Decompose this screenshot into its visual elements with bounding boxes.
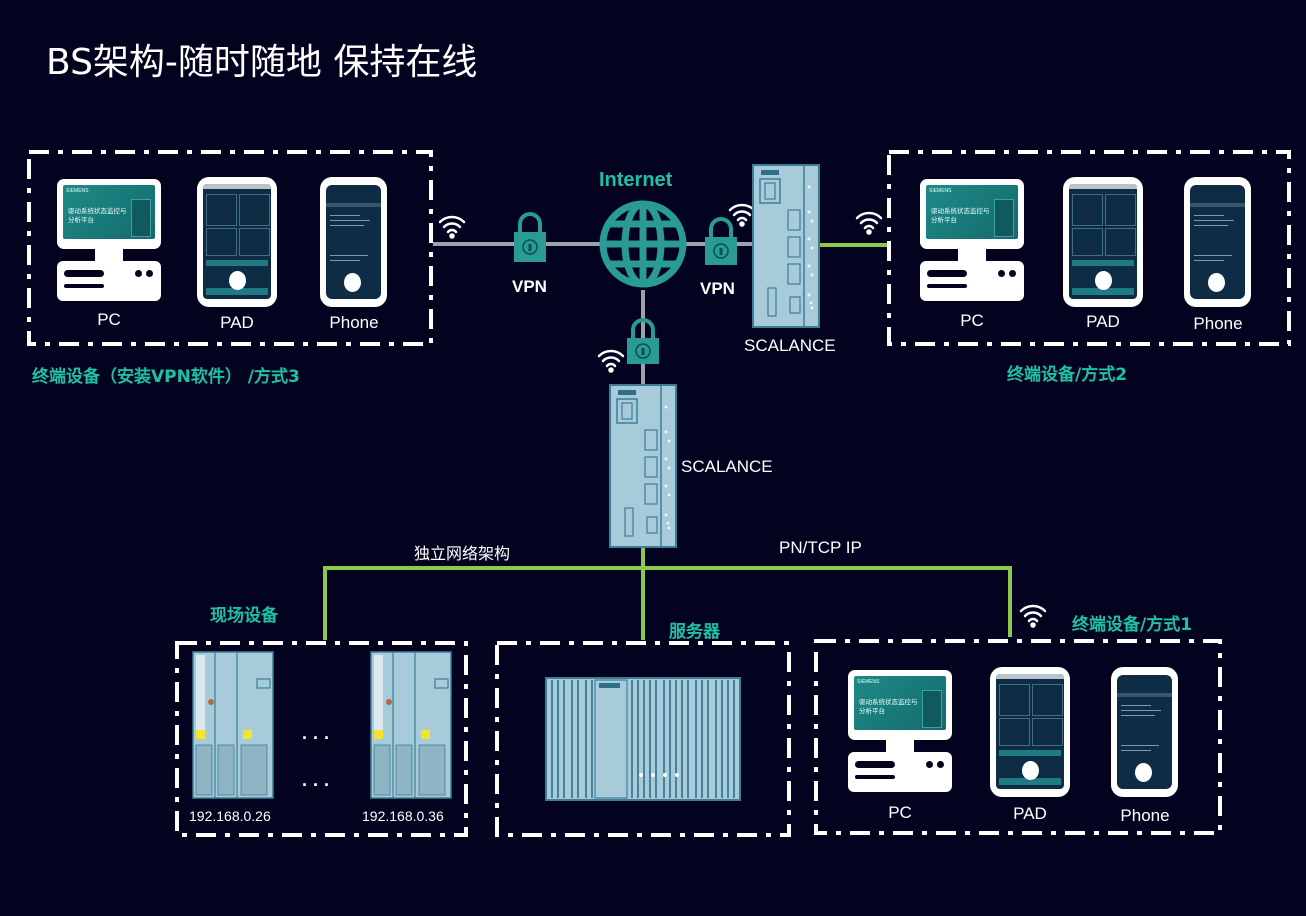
pc-drive-slot — [927, 270, 967, 277]
group2-phone-label: Phone — [1193, 314, 1243, 333]
pc-screen-title-line2: 分析平台 — [68, 216, 94, 224]
line-lan-bus — [323, 566, 1012, 640]
group3-pc-label: PC — [97, 310, 121, 329]
group1-pc-label: PC — [888, 803, 912, 822]
wifi-icon — [1019, 604, 1047, 628]
server-frame — [495, 641, 791, 837]
pc-drive-slot — [855, 775, 895, 779]
lock-icon — [627, 318, 659, 364]
tablet-screen — [1069, 184, 1137, 299]
pc-screen-login-panel — [131, 199, 151, 237]
scalance-mid-label: SCALANCE — [681, 457, 773, 476]
globe-icon — [599, 200, 687, 288]
pc-stand — [958, 249, 986, 261]
group1-pad-label: PAD — [1013, 804, 1047, 823]
group3-caption: 终端设备（安装VPN软件） /方式3 — [32, 367, 300, 387]
pc-screen-title: 驱动系统状态监控与分析平台 — [859, 698, 921, 716]
phone-screen — [326, 185, 381, 299]
pc-button — [937, 761, 944, 768]
server-rack-icon — [545, 677, 741, 801]
group3-frame — [27, 150, 433, 346]
field-caption: 现场设备 — [210, 606, 278, 626]
pc-screen-title-line1: 驱动系统状态监控与 — [859, 698, 918, 706]
pc-screen: SIEMENS 驱动系统状态监控与分析平台 — [854, 676, 946, 730]
pc-icon: SIEMENS 驱动系统状态监控与分析平台 — [848, 670, 952, 795]
pc-stand — [886, 740, 914, 752]
pc-button — [135, 270, 142, 277]
phone-icon — [1111, 667, 1178, 797]
network-left-label: 独立网络架构 — [414, 544, 511, 563]
router-icon — [609, 384, 677, 548]
pc-base — [920, 261, 1024, 301]
cabinet-icon — [370, 651, 452, 799]
pc-screen-login-panel — [922, 690, 942, 728]
pc-button — [146, 270, 153, 277]
pc-screen-title: 驱动系统状态监控与分析平台 — [931, 207, 993, 225]
pc-button — [998, 270, 1005, 277]
group1-caption: 终端设备/方式1 — [1072, 615, 1193, 635]
pc-screen: SIEMENS 驱动系统状态监控与分析平台 — [63, 185, 155, 239]
pc-screen-title-line1: 驱动系统状态监控与 — [931, 207, 990, 215]
pc-drive-slot — [64, 284, 104, 288]
pc-base — [848, 752, 952, 792]
vpn-label-right: VPN — [700, 279, 735, 298]
pc-screen-brand: SIEMENS — [929, 188, 952, 194]
pc-icon: SIEMENS 驱动系统状态监控与分析平台 — [920, 179, 1024, 304]
phone-icon — [1184, 177, 1251, 307]
server-caption: 服务器 — [669, 622, 720, 642]
pc-screen-title: 驱动系统状态监控与分析平台 — [68, 207, 130, 225]
pc-screen-title-line1: 驱动系统状态监控与 — [68, 207, 127, 215]
phone-screen — [1117, 675, 1172, 789]
pc-drive-slot — [855, 761, 895, 768]
group2-pad-label: PAD — [1086, 312, 1120, 331]
pc-screen-brand: SIEMENS — [66, 188, 89, 194]
pc-screen-title-line2: 分析平台 — [931, 216, 957, 224]
tablet-icon — [1063, 177, 1143, 307]
pc-button — [926, 761, 933, 768]
group1-phone-label: Phone — [1120, 806, 1170, 825]
group3-pad-label: PAD — [220, 313, 254, 332]
vpn-label-left: VPN — [512, 277, 547, 296]
pc-button — [1009, 270, 1016, 277]
field-ip-a: 192.168.0.26 — [189, 808, 271, 824]
wifi-icon — [728, 203, 756, 227]
pc-screen-login-panel — [994, 199, 1014, 237]
cabinet-icon — [192, 651, 274, 799]
lock-icon — [705, 217, 737, 265]
field-ellipsis-top: · · · — [302, 728, 330, 748]
wifi-icon — [438, 215, 466, 239]
network-right-label: PN/TCP IP — [779, 538, 862, 557]
field-frame — [175, 641, 468, 837]
group2-pc-label: PC — [960, 311, 984, 330]
page-title: BS架构-随时随地 保持在线 — [46, 42, 478, 83]
wifi-icon — [855, 211, 883, 235]
pc-stand — [95, 249, 123, 261]
router-icon — [752, 164, 820, 328]
field-ellipsis-bottom: · · · — [302, 775, 330, 795]
pc-base — [57, 261, 161, 301]
pc-screen-title-line2: 分析平台 — [859, 707, 885, 715]
scalance-top-label: SCALANCE — [744, 336, 836, 355]
pc-screen-brand: SIEMENS — [857, 679, 880, 685]
wifi-icon — [597, 349, 625, 373]
field-ip-b: 192.168.0.36 — [362, 808, 444, 824]
pc-drive-slot — [927, 284, 967, 288]
lock-icon — [514, 212, 546, 262]
group3-phone-label: Phone — [329, 313, 379, 332]
pc-icon: SIEMENS 驱动系统状态监控与分析平台 — [57, 179, 161, 304]
group2-frame — [887, 150, 1291, 346]
group2-caption: 终端设备/方式2 — [1007, 365, 1128, 385]
tablet-icon — [197, 177, 277, 307]
tablet-screen — [996, 674, 1064, 789]
internet-label: Internet — [599, 169, 673, 191]
tablet-icon — [990, 667, 1070, 797]
group1-frame — [814, 639, 1222, 835]
tablet-screen — [203, 184, 271, 299]
pc-screen: SIEMENS 驱动系统状态监控与分析平台 — [926, 185, 1018, 239]
phone-screen — [1190, 185, 1245, 299]
phone-icon — [320, 177, 387, 307]
pc-drive-slot — [64, 270, 104, 277]
